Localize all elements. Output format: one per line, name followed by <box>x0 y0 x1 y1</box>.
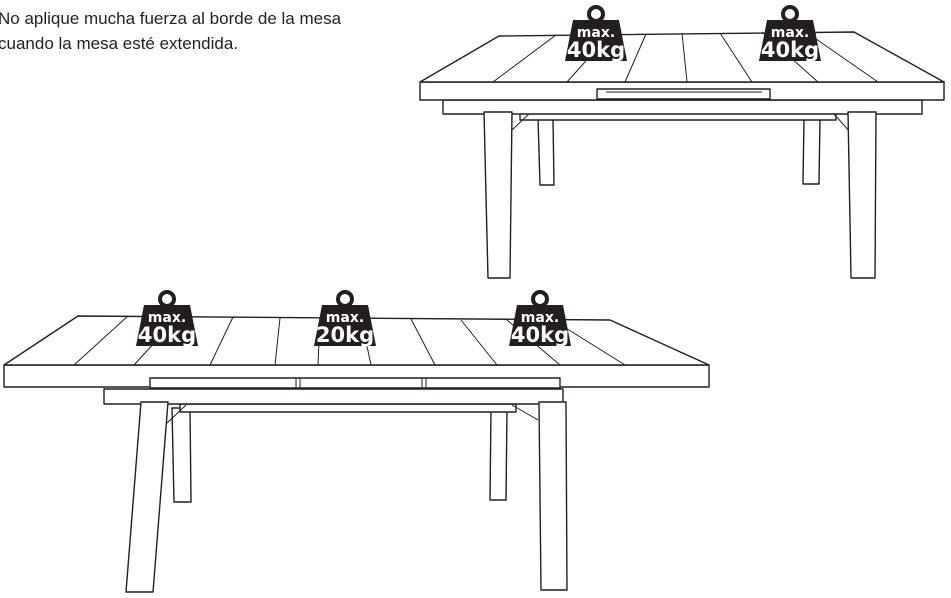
weight-value: 40kg <box>761 38 819 62</box>
closed-table-back-right-leg <box>802 117 821 185</box>
closed-table-top-surface <box>419 31 945 83</box>
weight-label-top: max. <box>326 310 364 326</box>
weight-label-top: max. <box>521 310 559 326</box>
weight-icon-bottom-center: max. 20kg <box>314 290 376 347</box>
closed-table-front-left-leg <box>483 111 513 279</box>
caption-line-2: cuando la mesa esté extendida. <box>0 34 239 53</box>
weight-value: 20kg <box>316 323 374 347</box>
weight-icon-top-left: max. 40kg <box>565 5 627 62</box>
closed-table-front-right-leg <box>847 111 877 279</box>
closed-table <box>419 31 945 279</box>
extended-table-stretcher <box>179 403 517 413</box>
extended-table-front-right-leg <box>538 401 568 591</box>
extended-table-back-right-leg <box>489 407 508 501</box>
warning-caption: No aplique mucha fuerza al borde de la m… <box>0 6 458 56</box>
extended-table-leaf-slot <box>149 377 561 389</box>
weight-label-top: max. <box>577 25 615 41</box>
closed-table-leaf-slot <box>596 88 771 100</box>
extended-table-back-left-leg <box>171 407 192 503</box>
closed-table-back-left-leg <box>537 117 555 186</box>
weight-icon-bottom-left: max. 40kg <box>136 290 198 347</box>
weight-label-top: max. <box>148 310 186 326</box>
caption-line-1: No aplique mucha fuerza al borde de la m… <box>0 9 342 28</box>
weight-icon-top-right: max. 40kg <box>759 5 821 62</box>
weight-label-top: max. <box>771 25 809 41</box>
extended-table <box>3 315 710 593</box>
extended-table-braces <box>165 404 539 425</box>
extended-table-front-left-leg <box>125 401 169 593</box>
weight-value: 40kg <box>567 38 625 62</box>
weight-icon-bottom-right: max. 40kg <box>509 290 571 347</box>
weight-value: 40kg <box>511 323 569 347</box>
extended-table-leaf-seams <box>274 317 436 366</box>
weight-value: 40kg <box>138 323 196 347</box>
extended-table-apron <box>103 388 564 405</box>
